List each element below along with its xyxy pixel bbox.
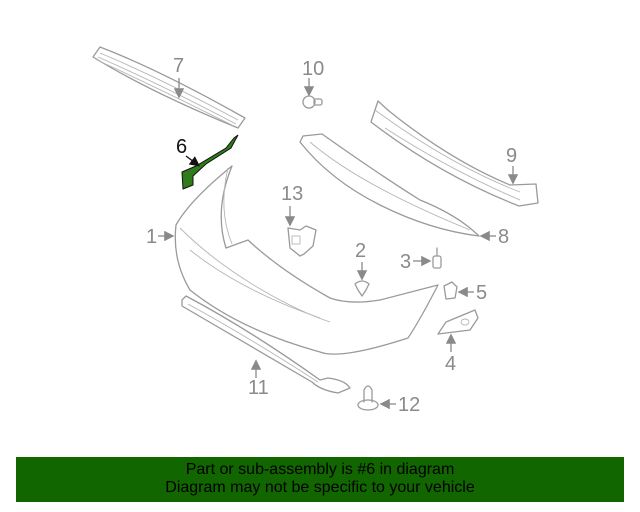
callout-11: 11 xyxy=(248,377,269,399)
callout-6: 6 xyxy=(176,136,187,158)
part-3-pin[interactable] xyxy=(432,247,442,269)
part-11-valance[interactable] xyxy=(181,295,351,394)
callout-1: 1 xyxy=(146,226,157,248)
part-12-grommet[interactable] xyxy=(357,385,379,411)
part-7-step-pad[interactable] xyxy=(92,46,246,129)
callout-7: 7 xyxy=(173,55,184,77)
part-1-bumper-cover[interactable] xyxy=(174,165,439,355)
banner-line-part: Part or sub-assembly is #6 in diagram xyxy=(185,461,455,478)
part-4-reflector[interactable] xyxy=(437,309,479,335)
part-8-absorber[interactable] xyxy=(299,133,480,237)
part-6-highlighted[interactable] xyxy=(181,134,239,190)
callout-8: 8 xyxy=(498,226,509,248)
part-5-retainer[interactable] xyxy=(443,281,458,300)
part-13-bracket[interactable] xyxy=(287,225,317,257)
callout-10: 10 xyxy=(302,58,324,80)
callout-13: 13 xyxy=(281,183,303,205)
part-9-reinforcement[interactable] xyxy=(370,100,539,207)
callout-3: 3 xyxy=(400,251,411,273)
part-10-screw[interactable] xyxy=(302,95,323,109)
parts-diagram: 7 6 10 9 8 13 1 2 xyxy=(92,46,539,416)
callout-9: 9 xyxy=(506,145,517,167)
callout-4: 4 xyxy=(445,353,456,375)
callout-2: 2 xyxy=(355,240,366,262)
callout-5: 5 xyxy=(476,282,487,304)
banner-line-disclaimer: Diagram may not be specific to your vehi… xyxy=(165,479,475,496)
callout-12: 12 xyxy=(398,394,420,416)
part-2-clip[interactable] xyxy=(354,280,370,297)
part-info-banner: Part or sub-assembly is #6 in diagram Di… xyxy=(16,457,624,502)
